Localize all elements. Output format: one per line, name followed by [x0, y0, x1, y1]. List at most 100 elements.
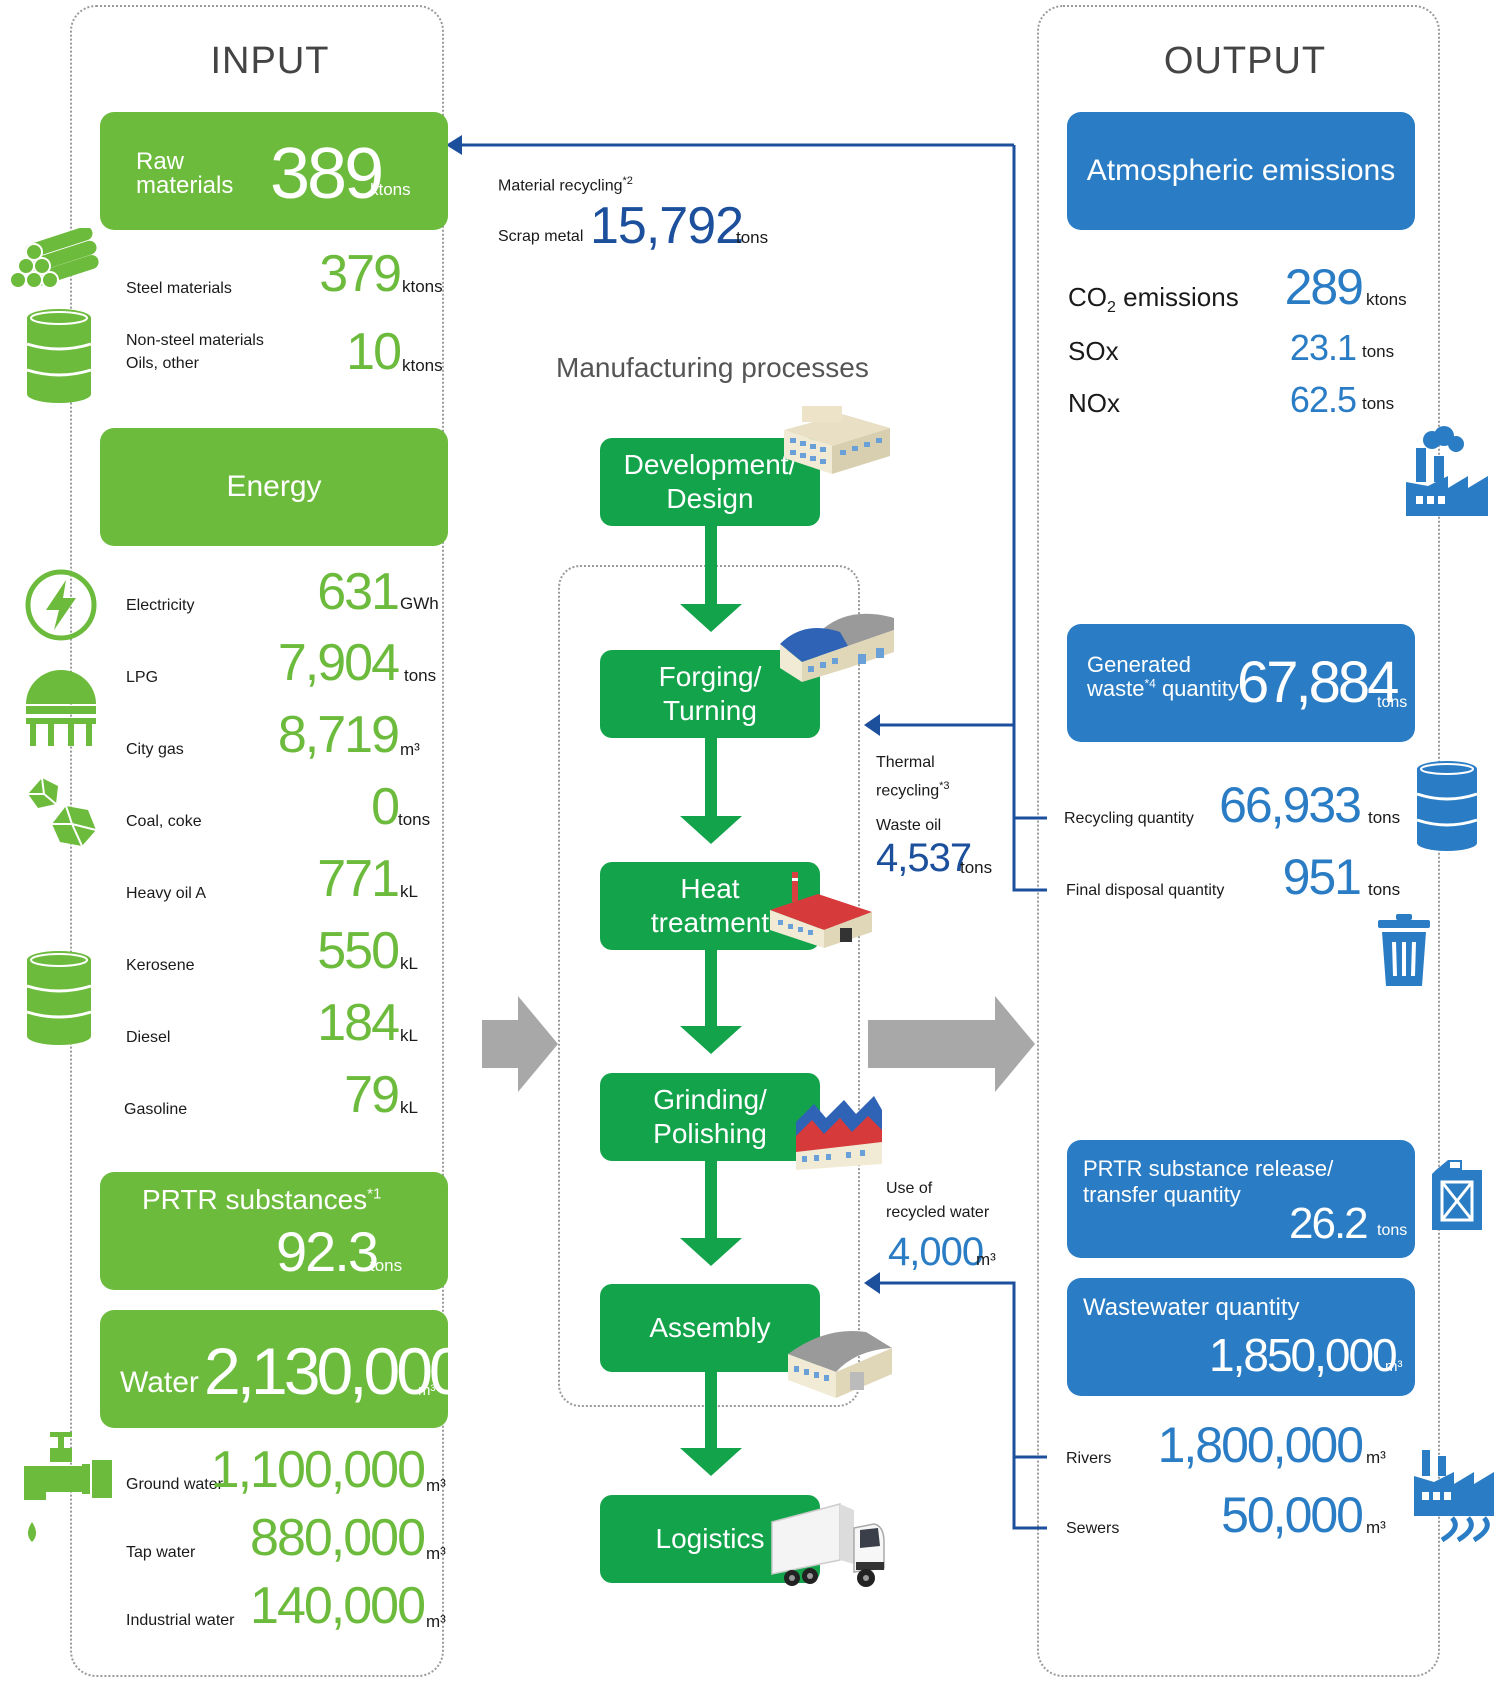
gray-arrow-output	[868, 996, 1035, 1092]
steel-logs-icon	[9, 228, 99, 289]
prtr-release-label-1: PRTR substance release/	[1083, 1156, 1334, 1181]
final-disposal-label: Final disposal quantity	[1066, 882, 1225, 899]
warehouse-icon	[788, 1330, 892, 1398]
rivers-label: Rivers	[1066, 1450, 1112, 1467]
water-unit: m³	[418, 1382, 436, 1399]
lpg-tank-icon	[26, 670, 96, 746]
arrow-to-raw	[446, 135, 462, 155]
city-gas-label: City gas	[126, 741, 184, 758]
industrial-water-value: 140,000	[250, 1577, 426, 1635]
process-grinding-polishing: Grinding/ Polishing	[600, 1073, 820, 1161]
prtr-release-label-2: transfer quantity	[1083, 1182, 1241, 1207]
waste-drum-icon	[1416, 761, 1478, 851]
water-value: 2,130,000	[204, 1334, 466, 1408]
oil-drum-icon	[26, 309, 92, 403]
process-logistics: Logistics	[600, 1495, 820, 1583]
material-recycling-label: Material recycling*2	[498, 170, 633, 197]
raw-materials-label-1: Raw	[136, 148, 185, 175]
non-steel-label-2: Oils, other	[126, 355, 199, 372]
waste-oil-label: Waste oil	[876, 817, 942, 834]
process-3-line2: treatment	[650, 907, 770, 938]
process-1-line1: Development/	[623, 449, 797, 480]
steel-materials-value: 379	[319, 245, 402, 303]
raw-materials-box: Raw materials 389 ktons	[100, 112, 448, 230]
prtr-unit: tons	[370, 1256, 403, 1275]
sox-label: SOx	[1068, 336, 1119, 366]
non-steel-value: 10	[346, 323, 402, 381]
heavy-oil-value: 771	[317, 850, 400, 908]
process-down-arrows	[680, 526, 742, 1476]
process-3-line1: Heat	[680, 873, 740, 904]
jerry-can-icon	[1432, 1160, 1482, 1230]
heat-treatment-plant-icon	[770, 872, 872, 948]
process-assembly: Assembly	[600, 1284, 820, 1372]
nox-label: NOx	[1068, 388, 1120, 418]
down-arrow-5	[680, 1372, 742, 1476]
nox-unit: tons	[1362, 394, 1395, 413]
ground-water-unit: m³	[426, 1476, 446, 1495]
process-1-line2: Design	[666, 483, 754, 514]
fuel-drum-icon	[26, 951, 92, 1045]
arrow-to-assembly	[864, 1272, 880, 1294]
prtr-note: *1	[367, 1185, 382, 1203]
process-5-line1: Assembly	[649, 1312, 771, 1343]
energy-box: Energy	[100, 428, 448, 546]
diesel-unit: kL	[400, 1026, 418, 1045]
ground-water-label: Ground water	[126, 1476, 223, 1493]
gasoline-value: 79	[344, 1066, 400, 1124]
co2-unit: ktons	[1366, 290, 1407, 309]
final-disposal-value: 951	[1282, 849, 1362, 905]
process-4-line1: Grinding/	[653, 1084, 767, 1115]
lpg-unit: tons	[404, 666, 437, 685]
sox-value: 23.1	[1289, 327, 1357, 368]
recycled-water-label-2: recycled water	[886, 1204, 990, 1221]
heavy-oil-unit: kL	[400, 882, 418, 901]
water-label: Water	[120, 1366, 199, 1399]
truck-icon	[771, 1503, 885, 1587]
raw-materials-value: 389	[270, 134, 384, 214]
process-2-line1: Forging/	[658, 661, 762, 692]
kerosene-value: 550	[317, 922, 400, 980]
gasoline-label: Gasoline	[124, 1101, 188, 1118]
process-2-line2: Turning	[663, 695, 757, 726]
down-arrow-4	[680, 1161, 742, 1266]
prtr-release-unit: tons	[1377, 1222, 1408, 1239]
wastewater-box: Wastewater quantity 1,850,000 m³	[1067, 1278, 1415, 1396]
scrap-metal-unit: tons	[736, 228, 769, 247]
city-gas-unit: m³	[400, 740, 420, 759]
final-disposal-unit: tons	[1368, 880, 1401, 899]
rivers-unit: m³	[1366, 1448, 1386, 1467]
non-steel-label-1: Non-steel materials	[126, 332, 264, 349]
non-steel-unit: ktons	[402, 356, 443, 375]
office-building-icon	[784, 406, 890, 474]
sewers-unit: m³	[1366, 1518, 1386, 1537]
coal-icon	[28, 777, 97, 847]
gasoline-unit: kL	[400, 1098, 418, 1117]
water-box: Water 2,130,000 m³	[100, 1310, 466, 1428]
prtr-label-text: PRTR substances	[142, 1184, 368, 1215]
sox-unit: tons	[1362, 342, 1395, 361]
waste-oil-unit: tons	[960, 858, 993, 877]
prtr-release-value: 26.2	[1289, 1199, 1369, 1248]
industrial-water-unit: m³	[426, 1612, 446, 1631]
city-gas-value: 8,719	[277, 706, 400, 764]
waste-value: 67,884	[1237, 650, 1399, 715]
rivers-value: 1,800,000	[1157, 1417, 1364, 1473]
energy-label: Energy	[226, 470, 322, 503]
industrial-water-label: Industrial water	[126, 1612, 235, 1629]
steel-materials-label: Steel materials	[126, 280, 232, 297]
electricity-value: 631	[317, 563, 400, 621]
electricity-unit: GWh	[400, 594, 439, 613]
tap-water-value: 880,000	[250, 1509, 426, 1567]
recycling-quantity-unit: tons	[1368, 808, 1401, 827]
kerosene-unit: kL	[400, 954, 418, 973]
raw-materials-unit: ktons	[370, 180, 411, 199]
grinding-plant-icon	[796, 1096, 882, 1170]
coal-label: Coal, coke	[126, 813, 202, 830]
heavy-oil-label: Heavy oil A	[126, 885, 207, 902]
recycled-water-label-1: Use of	[886, 1180, 933, 1197]
thermal-recycling-text: recycling	[876, 782, 940, 800]
process-development-design: Development/ Design	[600, 438, 820, 526]
wastewater-factory-icon	[1414, 1450, 1494, 1542]
